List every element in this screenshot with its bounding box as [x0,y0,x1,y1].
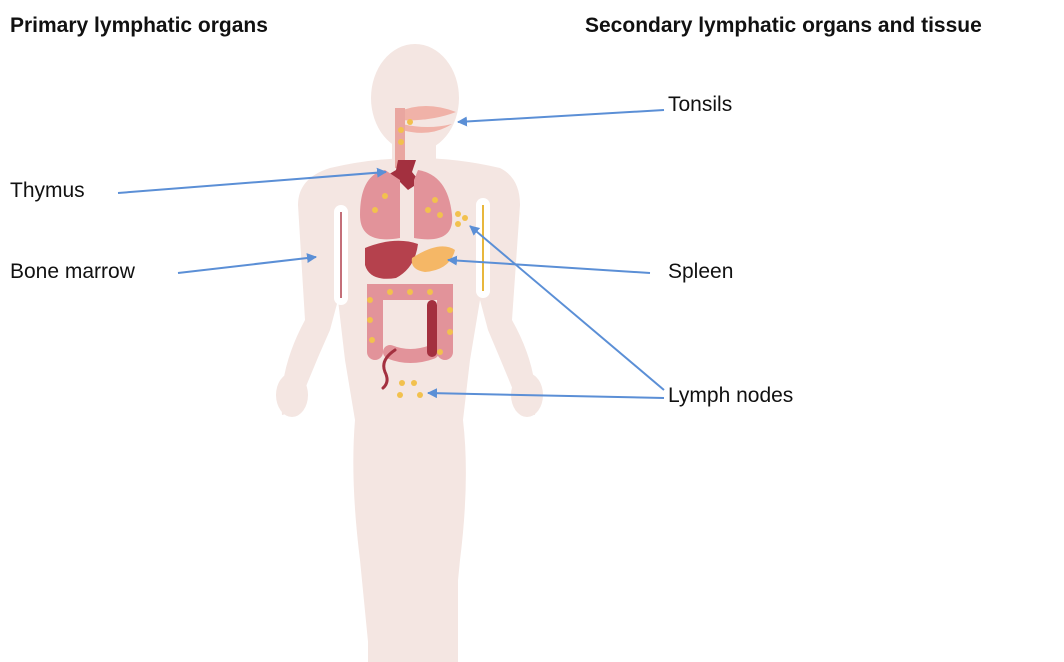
tonsils-label: Tonsils [668,93,732,117]
arrow-bone-marrow [178,257,316,273]
lymph-nodes-label: Lymph nodes [668,384,793,408]
arrow-tonsils [458,110,664,122]
left-arm-bone [334,205,348,305]
primary-organs-heading: Primary lymphatic organs [10,14,268,38]
thymus-label: Thymus [10,179,85,203]
bone-marrow-label: Bone marrow [10,260,135,284]
spleen-label: Spleen [668,260,733,284]
secondary-organs-heading: Secondary lymphatic organs and tissue [585,14,982,38]
right-arm-bone [476,198,490,298]
